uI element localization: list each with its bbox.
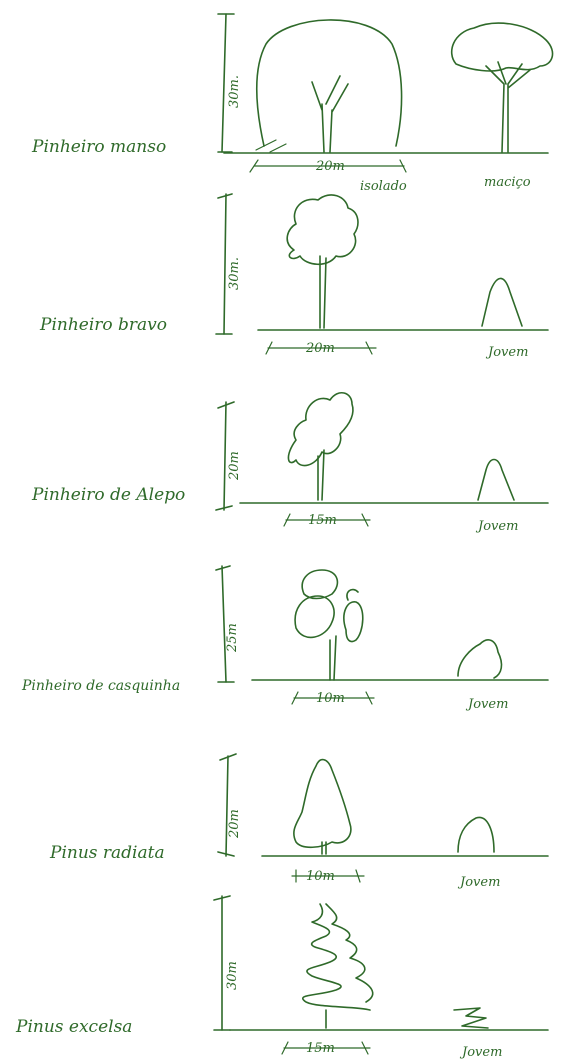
width-label: 20m xyxy=(305,341,335,356)
height-dimension-ticks xyxy=(215,565,235,683)
tree-trunk xyxy=(317,449,325,501)
young-tree xyxy=(457,816,495,853)
note-jovem: Jovem xyxy=(459,1045,502,1060)
crown-top-right xyxy=(346,588,359,601)
width-dimension xyxy=(281,1041,371,1055)
tree-crown xyxy=(286,194,359,266)
young-tree xyxy=(481,277,523,327)
tree-trunk xyxy=(329,635,337,681)
species-label: Pinheiro de Alepo xyxy=(31,485,185,505)
width-label: 10m xyxy=(306,869,335,884)
height-dimension-ticks xyxy=(213,895,231,1031)
note-macico: maciço xyxy=(484,175,531,190)
height-dimension-line xyxy=(225,755,229,857)
width-dimension xyxy=(249,159,407,173)
tree-crown xyxy=(287,392,354,467)
young-trunk xyxy=(311,75,349,153)
width-dimension xyxy=(283,513,371,527)
tree-crown-right xyxy=(325,903,374,1003)
height-dimension-line xyxy=(223,401,227,511)
species-label: Pinheiro bravo xyxy=(39,315,167,335)
note-jovem: Jovem xyxy=(465,697,508,712)
young-tree xyxy=(477,458,515,501)
height-dimension-ticks xyxy=(215,193,233,335)
species-label: Pinheiro manso xyxy=(31,137,166,157)
species-label: Pinus radiata xyxy=(49,843,165,863)
species-label: Pinus excelsa xyxy=(15,1017,132,1037)
row-pinheiro-manso: Pinheiro manso 30m. 20m isolado maciço xyxy=(31,13,554,194)
height-label: 30m. xyxy=(227,75,242,108)
height-label: 20m xyxy=(227,451,242,481)
umbrella-crown xyxy=(450,22,554,72)
row-pinheiro-bravo: Pinheiro bravo 30m. 20m Jovem xyxy=(39,193,549,360)
height-label: 25m xyxy=(225,623,240,653)
tree-trunk xyxy=(321,841,327,855)
width-label: 15m xyxy=(308,513,337,528)
height-dimension-ticks xyxy=(215,401,235,511)
tree-trunk xyxy=(319,255,327,329)
umbrella-trunk xyxy=(485,61,531,153)
width-label: 15m xyxy=(306,1041,335,1056)
height-dimension-ticks xyxy=(217,13,235,153)
row-pinus-radiata: Pinus radiata 20m 10m Jovem xyxy=(49,753,549,890)
note-jovem: Jovem xyxy=(485,345,528,360)
width-dimension xyxy=(265,341,377,355)
young-tree xyxy=(457,639,503,679)
height-dimension-line xyxy=(221,13,227,153)
note-isolado: isolado xyxy=(360,179,407,194)
width-label: 10m xyxy=(316,691,345,706)
young-tree xyxy=(453,1007,489,1029)
row-pinheiro-de-casquinha: Pinheiro de casquinha 25m 10m Jovem xyxy=(21,565,549,712)
tree-crown xyxy=(293,758,352,849)
crown-left xyxy=(294,595,335,639)
species-label: Pinheiro de casquinha xyxy=(21,678,180,694)
width-label: 20m xyxy=(315,159,345,174)
width-dimension xyxy=(291,869,365,883)
height-label: 30m. xyxy=(227,257,242,290)
crown-upper xyxy=(301,569,339,600)
tree-crown-left xyxy=(302,903,371,1011)
ground-grass xyxy=(255,139,287,153)
height-dimension-line xyxy=(223,193,227,335)
note-jovem: Jovem xyxy=(457,875,500,890)
height-label: 20m xyxy=(227,809,242,839)
height-dimension-ticks xyxy=(217,753,237,857)
crown-outline-isolado xyxy=(255,19,403,147)
width-dimension xyxy=(291,691,375,705)
row-pinheiro-de-alepo: Pinheiro de Alepo 20m 15m Jovem xyxy=(31,392,549,534)
height-dimension-line xyxy=(221,565,227,683)
note-jovem: Jovem xyxy=(475,519,518,534)
row-pinus-excelsa: Pinus excelsa 30m 15m Jovem xyxy=(15,895,549,1060)
crown-right xyxy=(343,601,364,643)
height-label: 30m xyxy=(225,961,240,990)
